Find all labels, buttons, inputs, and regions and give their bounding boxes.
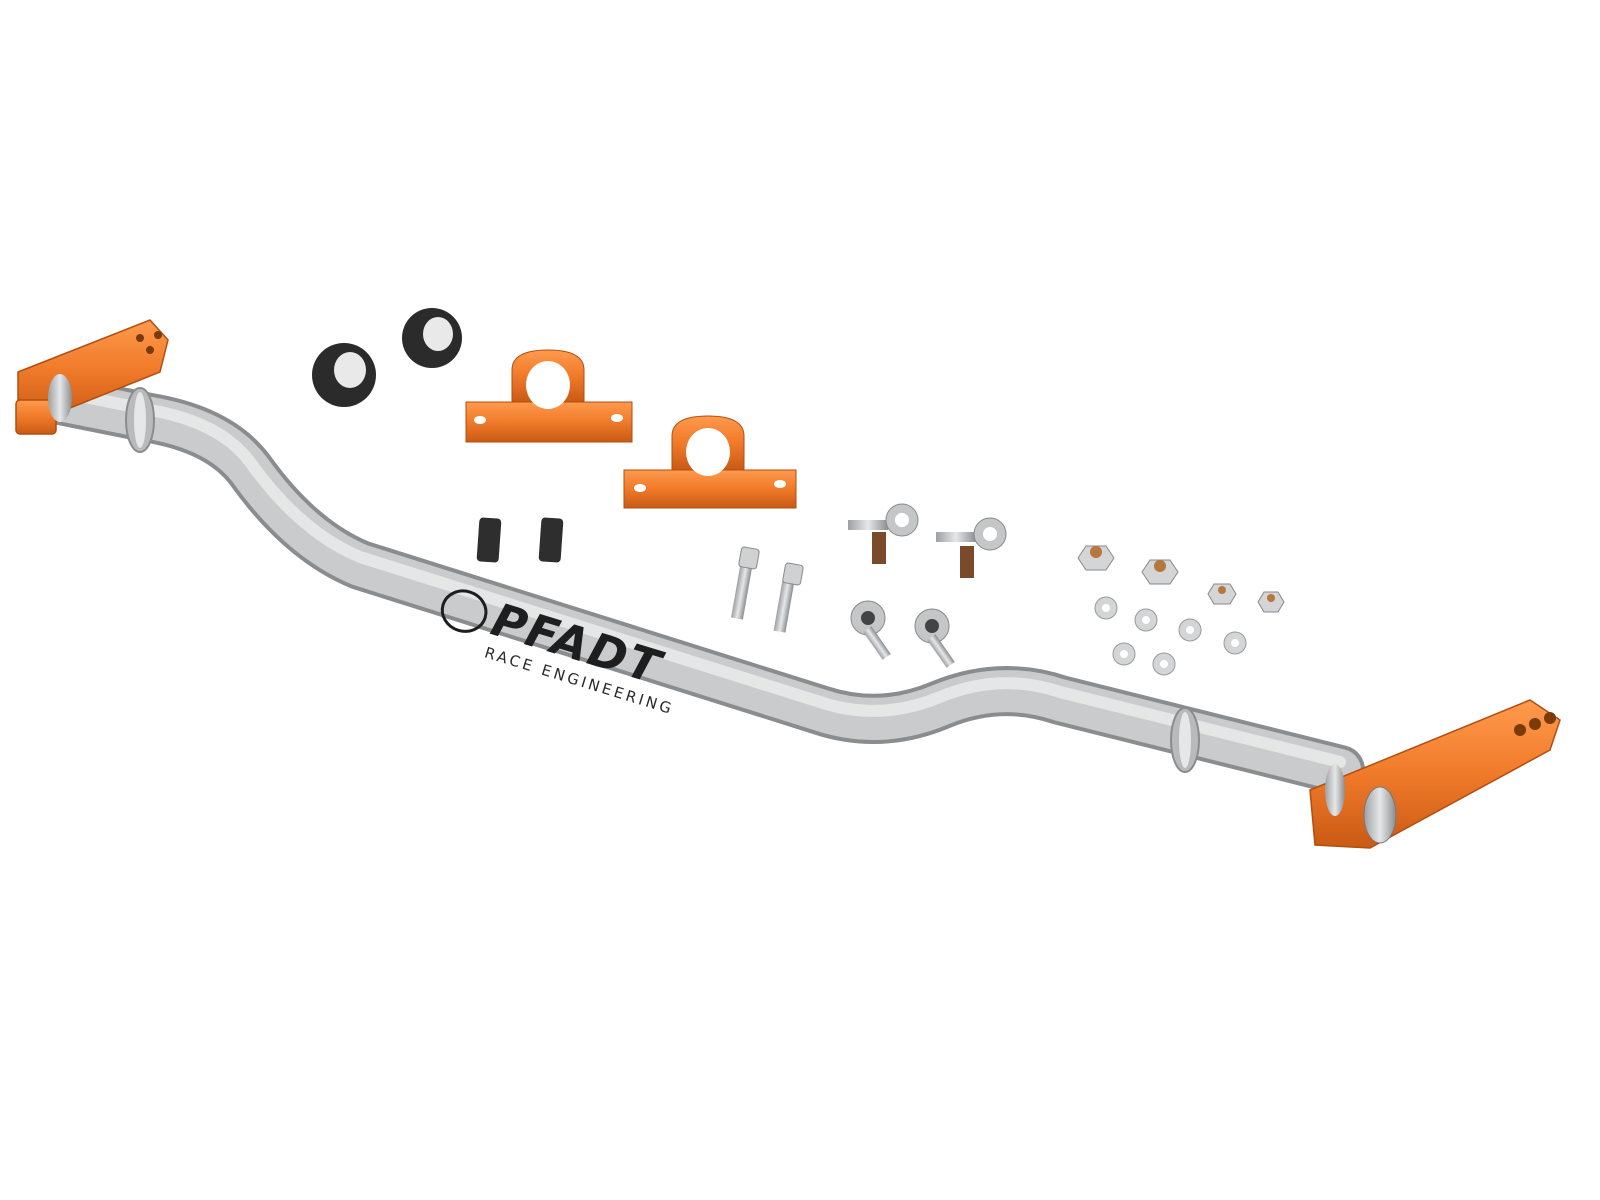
bolt-2 — [773, 562, 804, 633]
bushing-1 — [312, 343, 376, 407]
stud-joint-2 — [936, 517, 1007, 578]
bolt-1 — [731, 546, 760, 620]
sleeve-2 — [538, 517, 564, 563]
hardware-nuts — [1077, 545, 1285, 676]
bushing-2 — [402, 308, 462, 368]
left-arm — [15, 319, 169, 435]
rod-end-2 — [914, 608, 955, 668]
logo-emblem-icon — [440, 589, 488, 633]
rod-end-1 — [850, 600, 891, 660]
stud-joint-1 — [848, 503, 919, 564]
mount-bracket-2 — [623, 415, 797, 509]
bar-collar-right — [1170, 707, 1200, 773]
mount-bracket-1 — [465, 349, 633, 443]
sleeve-1 — [476, 517, 502, 563]
right-arm — [1309, 699, 1561, 849]
sway-bar — [25, 373, 1365, 795]
bar-collar-left — [125, 387, 155, 453]
